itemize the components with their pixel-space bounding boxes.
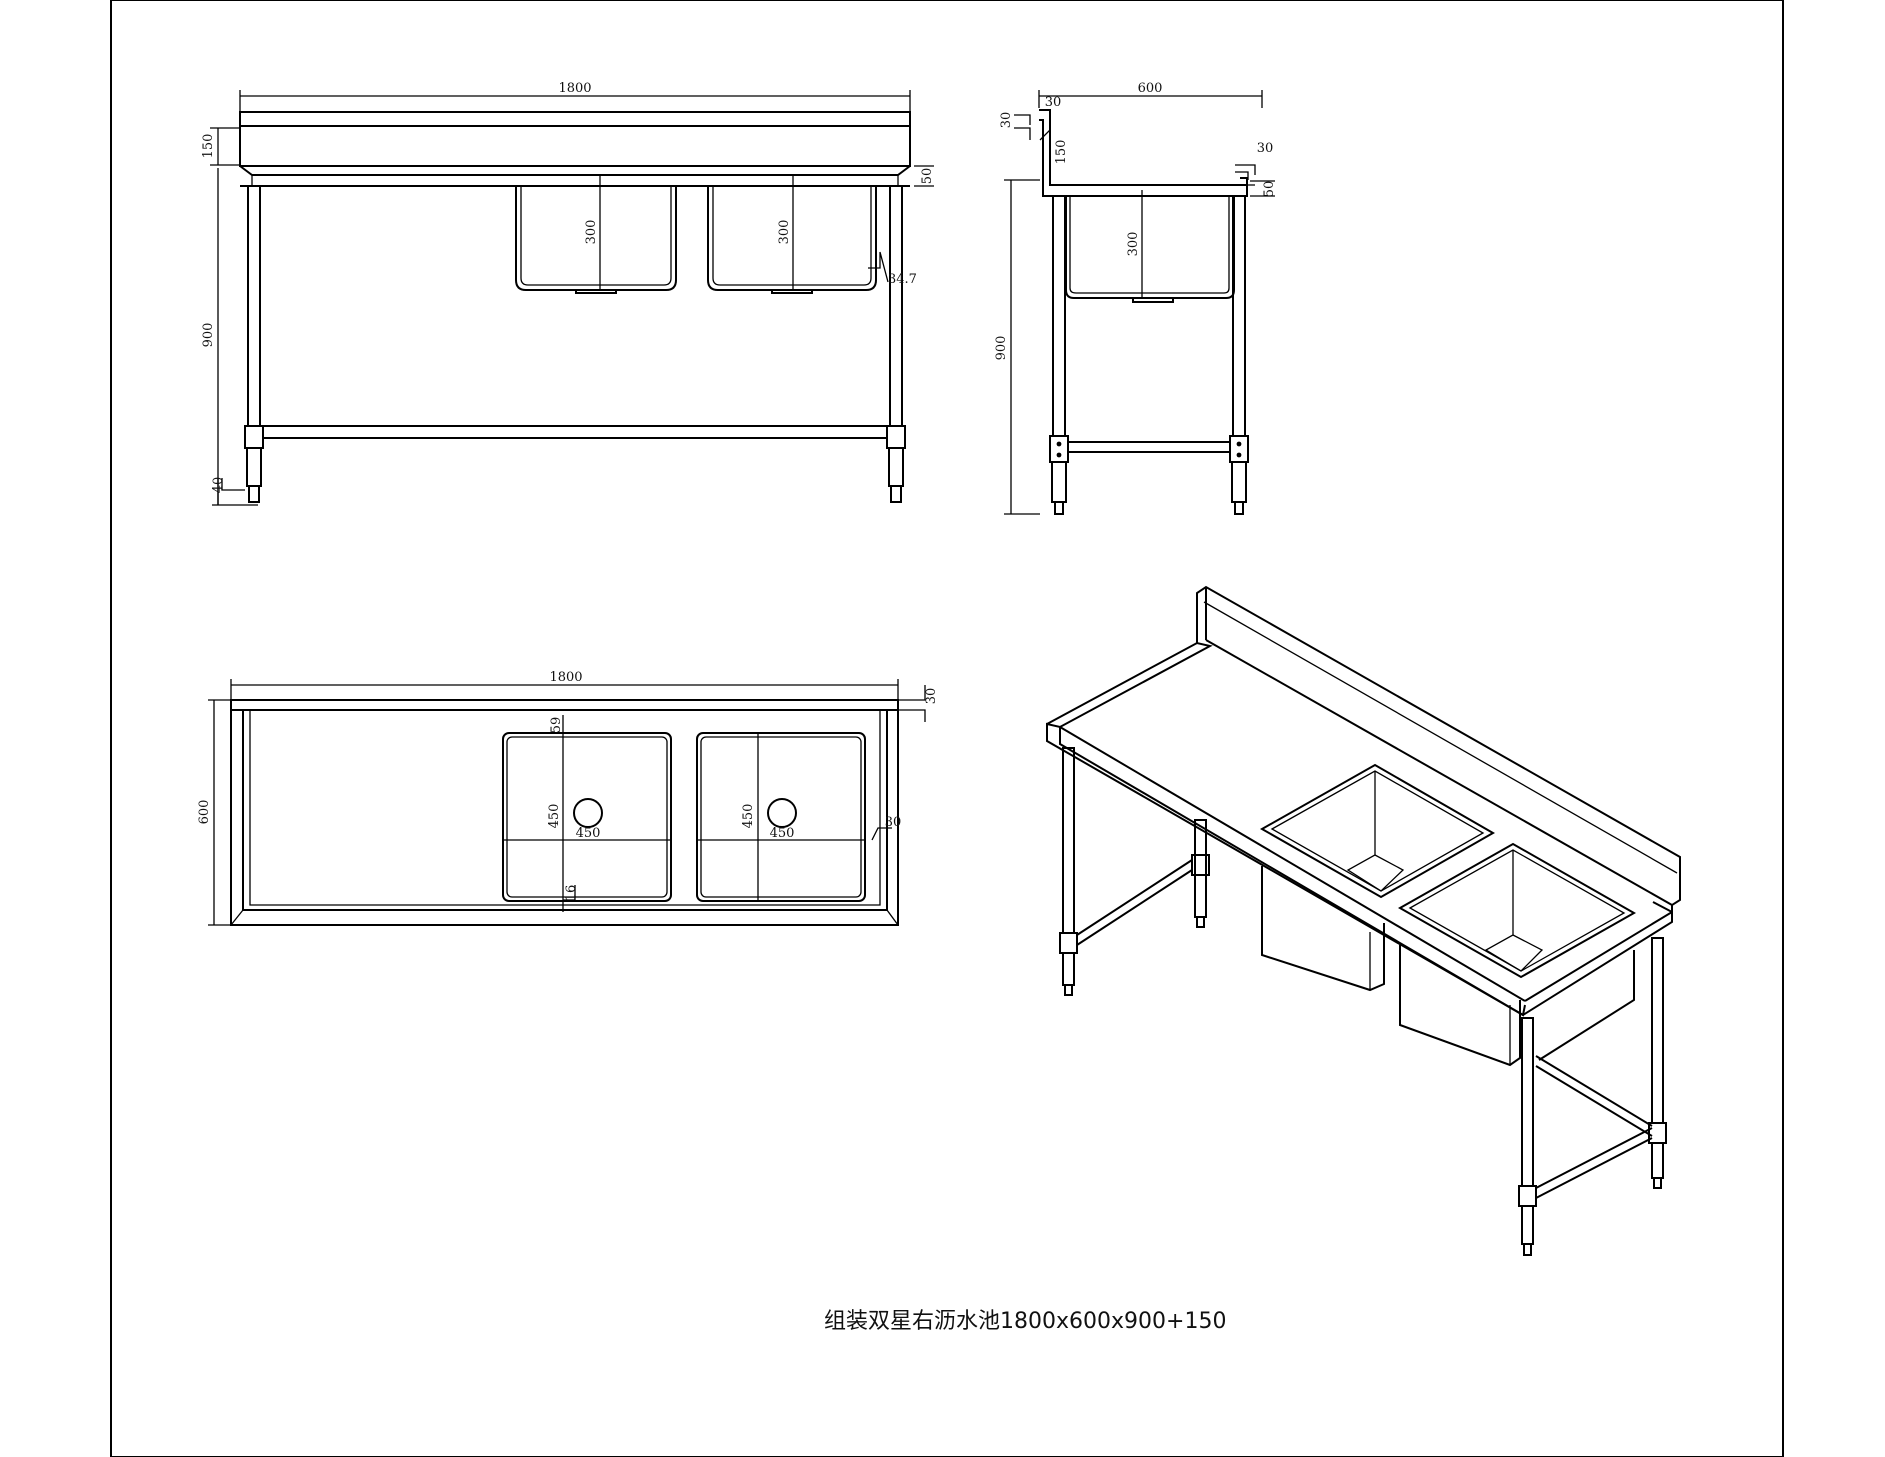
dim-top-edge: 30 [924,688,939,705]
top-view: 1800 30 600 59 450 450 16 450 450 [197,670,939,926]
dim-top-width: 600 [197,800,212,825]
dim-side-edge: 50 [1262,181,1277,198]
dim-side-top-left: 30 [1045,95,1062,110]
dim-top-length: 1800 [549,670,582,685]
isometric-view [1046,585,1681,1256]
dim-top-bowl-b-w: 450 [770,826,795,841]
front-view: 1800 150 900 40 50 [201,81,935,506]
dim-front-drain: 34.7 [888,272,917,287]
dim-front-height: 900 [201,323,216,348]
dim-side-width: 600 [1138,81,1163,96]
dim-front-edge: 50 [920,168,935,185]
dim-top-bowl-a-w: 450 [576,826,601,841]
dim-front-bowl-a: 300 [584,220,599,245]
dim-side-right-small: 30 [1257,141,1274,156]
dim-side-left-small: 30 [999,112,1014,129]
dim-front-foot: 40 [211,477,226,494]
dim-front-bowl-b: 300 [777,220,792,245]
dim-top-offset: 59 [549,717,564,734]
dim-front-splash: 150 [201,134,216,159]
drawing-caption: 组装双星右沥水池1800x600x900+150 [824,1309,1227,1334]
dim-top-bowl-b-h: 450 [741,804,756,829]
dim-top-side-gap: 30 [885,815,902,830]
dim-top-bottom-gap: 16 [564,885,579,902]
dim-front-length: 1800 [558,81,591,96]
side-view: 600 30 30 150 30 50 300 [994,81,1277,515]
dim-side-height: 900 [994,336,1009,361]
dim-side-bowl: 300 [1126,232,1141,257]
drawing-frame [110,0,1784,1457]
dim-top-bowl-a-h: 450 [547,804,562,829]
dim-side-splash: 150 [1054,140,1069,165]
